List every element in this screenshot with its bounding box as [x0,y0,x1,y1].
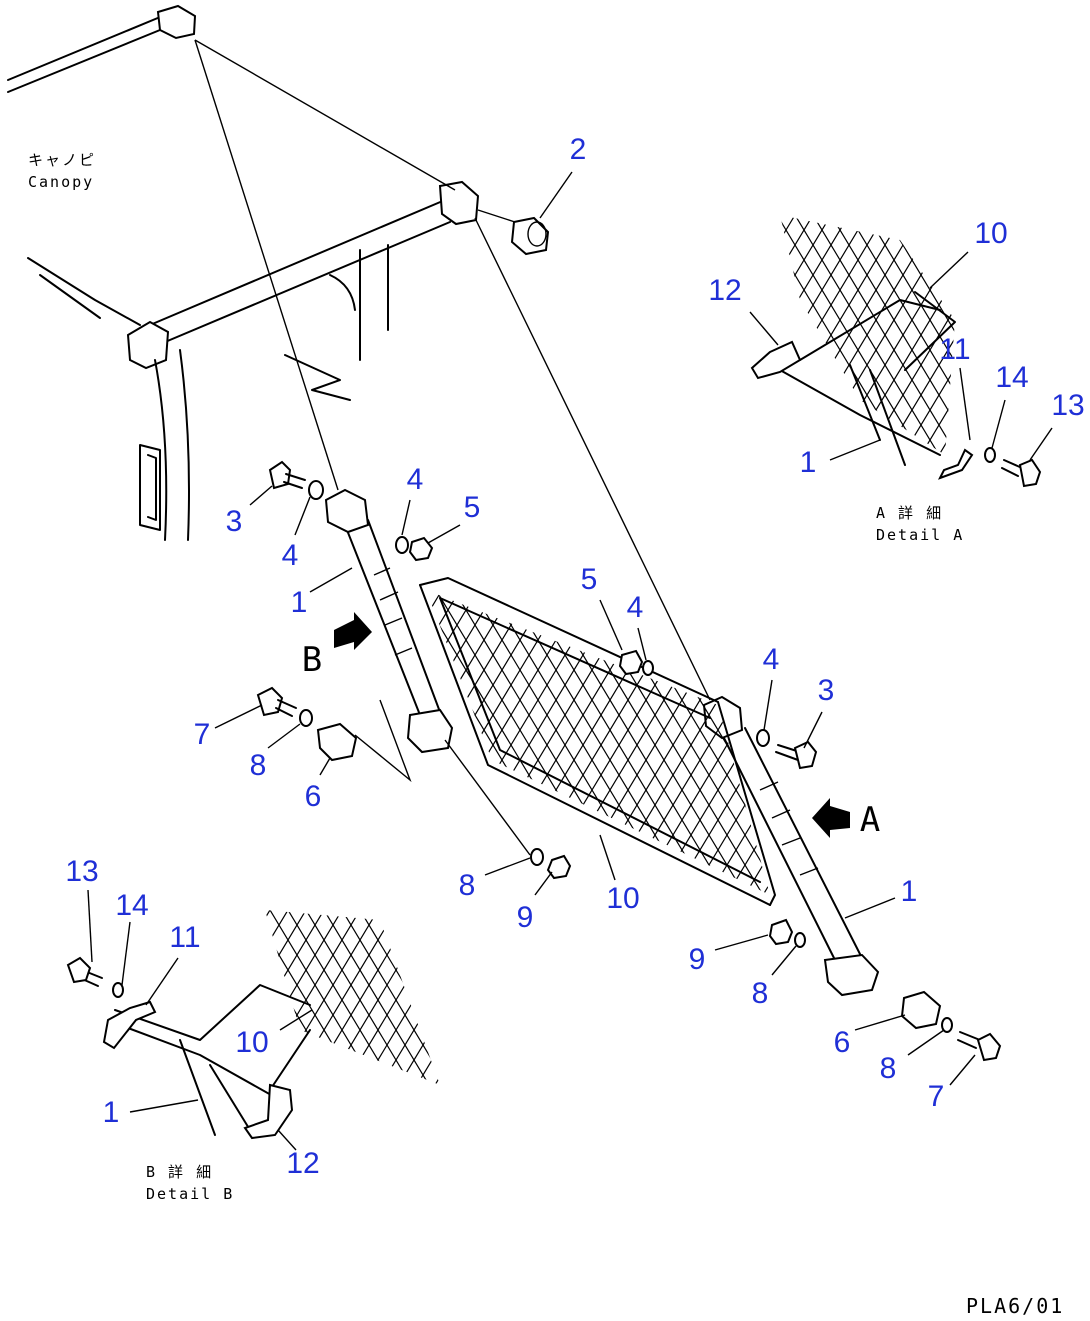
canopy-label-en: Canopy [28,172,95,191]
callout-a-10: 10 [974,217,1008,250]
detail-a-drawing [749,215,1053,488]
callout-7-left: 7 [193,718,211,751]
callout-8-far: 8 [879,1052,897,1085]
callout-8-right: 8 [751,977,769,1010]
callout-8-bottom: 8 [458,869,476,902]
callout-a-11: 11 [939,333,971,366]
callout-b-14: 14 [115,889,149,922]
callout-b-13: 13 [65,855,99,888]
callout-2: 2 [569,133,587,166]
view-arrow-b-label: B [301,640,323,680]
canopy-label: キャノピ Canopy [28,150,96,194]
callout-b-12: 12 [286,1147,320,1180]
callout-a-12: 12 [708,274,742,307]
canopy-label-jp: キャノピ [28,151,97,169]
callout-a-14: 14 [995,361,1029,394]
callout-3-left: 3 [225,505,243,538]
drawing-code: PLA6/01 [966,1294,1065,1318]
leader-lines [214,171,976,1086]
callout-8-left: 8 [249,749,267,782]
callout-a-13: 13 [1051,389,1085,422]
callout-a-1: 1 [799,446,817,479]
detail-b-jp: B 詳 細 [146,1163,214,1181]
callout-10-main: 10 [606,882,640,915]
projection-lines [194,39,711,856]
callout-5-mid: 5 [580,563,598,596]
callout-7-right: 7 [927,1080,945,1113]
canopy-frame [7,4,480,541]
hardware-parts [256,216,1002,1062]
callout-b-10: 10 [235,1026,269,1059]
mesh-net [419,577,776,906]
left-pillar [324,488,454,754]
callout-4-mid: 4 [626,591,644,624]
callout-1-right: 1 [900,875,918,908]
callout-4-left: 4 [281,539,299,572]
callout-6-right: 6 [833,1026,851,1059]
detail-b-caption: B 詳 細 Detail B [146,1162,234,1206]
callout-9-bottom: 9 [516,901,534,934]
callout-6-left: 6 [304,780,322,813]
callout-b-11: 11 [169,921,201,954]
callout-9-right: 9 [688,943,706,976]
detail-a-jp: A 詳 細 [876,504,944,522]
callout-b-1: 1 [102,1096,120,1129]
callout-3-right: 3 [817,674,835,707]
callout-4-right: 4 [762,643,780,676]
callout-5-top: 5 [463,491,481,524]
detail-a-caption: A 詳 細 Detail A [876,503,964,547]
view-arrow-a-label: A [859,800,881,840]
callout-1-left: 1 [290,586,308,619]
detail-b-en: Detail B [146,1184,235,1203]
detail-a-en: Detail A [876,525,965,544]
callout-4-top: 4 [406,463,424,496]
